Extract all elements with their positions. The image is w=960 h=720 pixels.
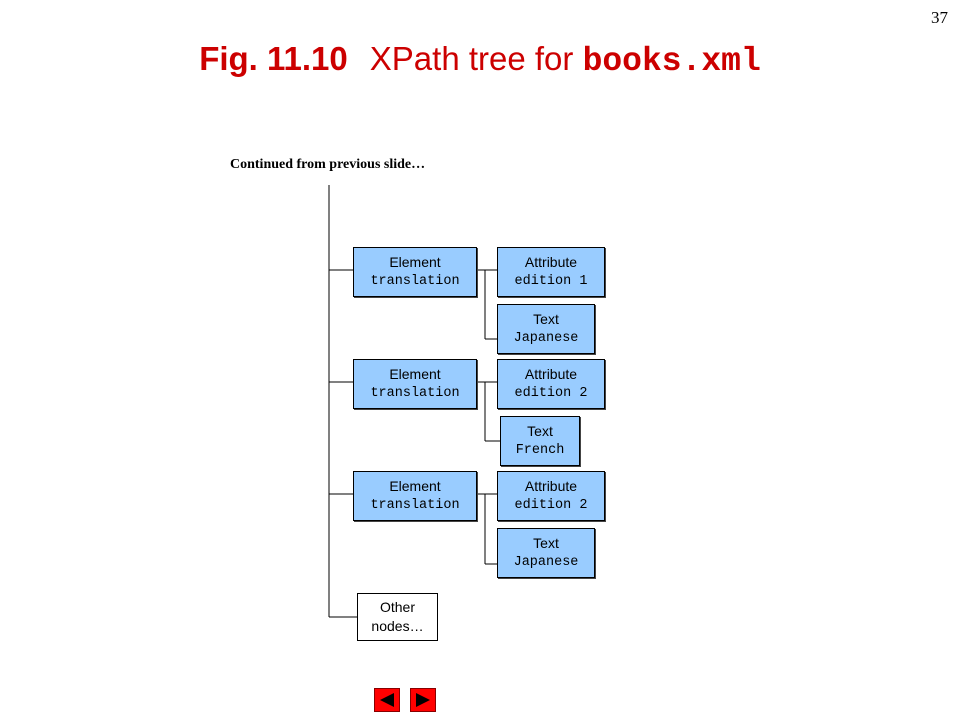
- other-nodes-line2: nodes…: [371, 618, 424, 634]
- element-node-2: Element translation: [353, 359, 477, 409]
- attribute-node-3: Attribute edition 2: [497, 471, 605, 521]
- node-kind: Attribute: [524, 366, 578, 382]
- node-name: translation: [370, 274, 460, 289]
- node-kind: Attribute: [524, 254, 578, 270]
- triangle-left-icon: [380, 693, 394, 707]
- text-node-3: Text Japanese: [497, 528, 595, 578]
- attribute-node-2: Attribute edition 2: [497, 359, 605, 409]
- attribute-node-1: Attribute edition 1: [497, 247, 605, 297]
- node-kind: Text: [527, 423, 553, 439]
- text-node-1: Text Japanese: [497, 304, 595, 354]
- node-value: edition 2: [514, 498, 588, 513]
- continued-note: Continued from previous slide…: [230, 157, 426, 172]
- node-kind: Text: [533, 311, 559, 327]
- text-node-2: Text French: [500, 416, 580, 466]
- node-name: translation: [370, 498, 460, 513]
- node-value: Japanese: [513, 331, 579, 346]
- title-text: XPath tree for: [369, 40, 583, 77]
- node-value: edition 1: [514, 274, 588, 289]
- node-value: edition 2: [514, 386, 588, 401]
- node-kind: Attribute: [524, 478, 578, 494]
- previous-slide-button[interactable]: [374, 688, 400, 712]
- triangle-right-icon: [416, 693, 430, 707]
- node-kind: Text: [533, 535, 559, 551]
- slide-number: 37: [931, 8, 948, 27]
- next-slide-button[interactable]: [410, 688, 436, 712]
- other-nodes-box: Other nodes…: [357, 593, 438, 641]
- figure-label: Fig. 11.10: [199, 40, 348, 77]
- node-name: translation: [370, 386, 460, 401]
- node-kind: Element: [389, 478, 441, 494]
- node-value: French: [515, 443, 565, 458]
- element-node-1: Element translation: [353, 247, 477, 297]
- node-kind: Element: [389, 254, 441, 270]
- slide-title: Fig. 11.10 XPath tree for books.xml: [0, 40, 960, 80]
- title-filename: books.xml: [582, 43, 761, 80]
- other-nodes-line1: Other: [379, 599, 415, 615]
- element-node-3: Element translation: [353, 471, 477, 521]
- node-value: Japanese: [513, 555, 579, 570]
- node-kind: Element: [389, 366, 441, 382]
